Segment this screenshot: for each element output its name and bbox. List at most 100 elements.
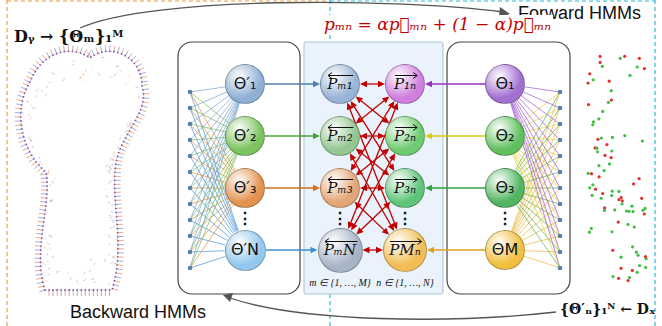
normal-stroke [65, 290, 66, 296]
cloud-point [97, 52, 99, 54]
cloud-point [60, 289, 62, 291]
normal-stroke [30, 138, 31, 141]
normal-stroke [142, 106, 148, 108]
observation-dot [558, 250, 563, 255]
normal-stroke [63, 70, 64, 71]
cloud-point [123, 141, 125, 143]
overline [328, 179, 353, 180]
normal-stroke [84, 80, 86, 81]
connector [356, 202, 390, 235]
input-line [525, 87, 560, 92]
arrow-head [378, 81, 385, 87]
arrow-head [351, 163, 357, 171]
normal-stroke [19, 91, 25, 93]
probability-box [304, 42, 443, 294]
cloud-point [112, 288, 114, 290]
sample-point [631, 210, 634, 213]
sample-point [611, 190, 614, 193]
normal-stroke [36, 61, 40, 65]
cloud-point [115, 159, 117, 161]
sample-point [638, 177, 641, 180]
normal-stroke [137, 64, 142, 67]
normal-stroke [118, 256, 124, 257]
cloud-point [117, 252, 119, 254]
overline-tip [328, 124, 332, 130]
cloud-point [136, 116, 138, 118]
normal-stroke [28, 72, 33, 75]
sample-point [621, 199, 624, 202]
normal-stroke [116, 208, 122, 209]
sample-point [598, 55, 601, 58]
cloud-point [116, 228, 118, 230]
cloud-point [141, 81, 143, 83]
normal-stroke [85, 290, 86, 296]
normal-stroke [36, 90, 38, 92]
sample-point [605, 143, 608, 146]
normal-stroke [40, 201, 46, 203]
observation-dot [558, 170, 563, 175]
normal-stroke [21, 87, 26, 89]
normal-stroke [117, 224, 123, 225]
normal-stroke [116, 65, 118, 67]
normal-stroke [55, 48, 57, 54]
normal-stroke [18, 95, 24, 97]
cloud-point [68, 50, 70, 52]
observation-dot [188, 250, 193, 255]
cloud-point [27, 147, 29, 149]
diagram-label: Dᵧ → {Θₘ}₁ᴹ [14, 28, 123, 46]
cloud-point [121, 53, 123, 55]
cloud-point [40, 257, 42, 259]
connector-line [365, 187, 380, 188]
normal-stroke [47, 261, 49, 263]
normal-stroke [44, 247, 46, 249]
sample-point [643, 67, 646, 70]
cloud-point [42, 61, 44, 63]
sample-point [611, 275, 614, 278]
arrow-head [376, 247, 383, 253]
normal-stroke [57, 290, 58, 296]
cloud-point [128, 130, 130, 132]
normal-stroke [130, 123, 132, 125]
normal-stroke [40, 205, 46, 207]
input-line [190, 150, 230, 188]
cloud-point [22, 100, 24, 102]
input-line [523, 92, 560, 108]
arrow-head [311, 247, 318, 253]
node-label: Θ′₂ [234, 128, 257, 144]
cloud-point [87, 56, 89, 58]
cloud-point [114, 280, 116, 282]
sample-point [610, 156, 613, 159]
normal-stroke [35, 266, 41, 267]
sample-point [590, 227, 593, 230]
sample-point [625, 209, 628, 212]
cloud-point [44, 209, 46, 211]
ellipsis-mark: ⋮ [497, 210, 513, 228]
sample-point [623, 55, 626, 58]
normal-stroke [113, 225, 115, 227]
arrow-head [388, 223, 394, 231]
sample-point [603, 169, 606, 172]
sample-point [610, 149, 613, 152]
normal-stroke [116, 216, 122, 217]
sample-point [620, 196, 623, 199]
probability-circle: PMₙ [383, 228, 427, 272]
hmm-state-circle: ΘM [485, 230, 525, 270]
normal-stroke [118, 236, 124, 237]
cloud-point [37, 67, 39, 69]
cloud-point [142, 93, 144, 95]
normal-stroke [114, 74, 116, 76]
normal-stroke [142, 84, 148, 85]
normal-stroke [49, 184, 51, 186]
normal-stroke [139, 113, 144, 116]
normal-stroke [119, 137, 121, 140]
normal-stroke [126, 124, 127, 125]
connector [360, 81, 385, 87]
sample-point [626, 223, 629, 226]
cloud-point [41, 233, 43, 235]
cloud-point [114, 183, 116, 185]
sample-point [587, 103, 590, 106]
ellipsis-mark: ⋮ [397, 210, 413, 228]
normal-stroke [115, 263, 118, 265]
normal-stroke [88, 51, 91, 56]
normal-stroke [115, 180, 121, 181]
